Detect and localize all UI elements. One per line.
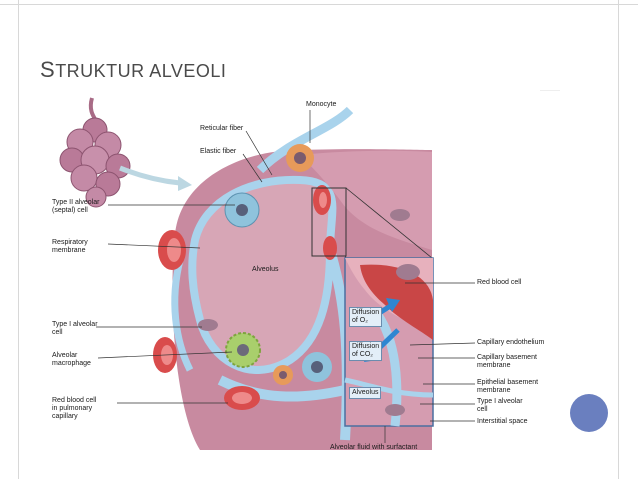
slide-title: STRUKTUR ALVEOLI xyxy=(40,57,226,83)
zoom-arrow xyxy=(119,165,192,191)
label-type2-alveolar-cell: Type II alveolar (septal) cell xyxy=(52,199,99,215)
monocyte xyxy=(286,144,314,172)
label-capillary-endothelium: Capillary endothelium xyxy=(477,339,545,346)
box-diffusion-co2: Diffusion of CO₂ xyxy=(349,341,383,361)
label-rbc-line2: in pulmonary xyxy=(52,405,93,412)
label-respiratory-membrane: Respiratory membrane xyxy=(52,239,88,255)
type2-alveolar-cell xyxy=(224,192,260,228)
label-cap-base-line1: Capillary basement xyxy=(477,354,537,361)
box-diff-co2-line1: Diffusion xyxy=(352,343,380,350)
left-border-line xyxy=(18,0,19,479)
label-type1r-line2: cell xyxy=(477,406,488,413)
box-diffusion-o2: Diffusion of O₂ xyxy=(349,307,383,327)
zoom-source-box xyxy=(311,187,347,257)
label-epi-base-line1: Epithelial basement xyxy=(477,379,539,386)
label-resp-line2: membrane xyxy=(52,247,86,254)
box-diff-co2-line2: of CO₂ xyxy=(352,351,373,358)
label-rbc-line3: capillary xyxy=(52,413,78,420)
label-type2-line1: Type II alveolar xyxy=(52,199,100,206)
accent-circle xyxy=(570,394,608,432)
label-rbc-pulmonary: Red blood cell in pulmonary capillary xyxy=(52,397,96,421)
label-rbc-line1: Red blood cell xyxy=(52,397,97,404)
leader-lines xyxy=(96,110,476,443)
label-macro-line2: macrophage xyxy=(52,360,91,367)
label-type2-line2: (septal) cell xyxy=(52,207,88,214)
label-epi-base-line2: membrane xyxy=(477,387,511,394)
label-type1-alveolar-cell-right: Type I alveolar cell xyxy=(477,398,523,414)
label-epithelial-basement-membrane: Epithelial basement membrane xyxy=(477,379,538,395)
title-rule xyxy=(540,90,560,91)
label-cap-base-line2: membrane xyxy=(477,362,511,369)
label-type1-line2: cell xyxy=(52,329,63,336)
box-alveolus: Alveolus xyxy=(349,387,382,399)
label-red-blood-cell: Red blood cell xyxy=(477,279,522,286)
label-capillary-basement-membrane: Capillary basement membrane xyxy=(477,354,537,370)
label-type1-line1: Type I alveolar xyxy=(52,321,98,328)
right-border-line xyxy=(618,0,619,479)
label-alveolar-fluid: Alveolar fluid with surfactant xyxy=(330,444,418,451)
box-diff-o2-line2: of O₂ xyxy=(352,317,368,324)
label-type1-alveolar-cell: Type I alveolar cell xyxy=(52,321,98,337)
label-alveolus: Alveolus xyxy=(252,266,279,273)
small-cells xyxy=(198,209,422,385)
label-macro-line1: Alveolar xyxy=(52,352,78,359)
slide-title-rest: TRUKTUR ALVEOLI xyxy=(55,61,227,81)
label-resp-line1: Respiratory xyxy=(52,239,88,246)
label-interstitial-space: Interstitial space xyxy=(477,418,528,425)
label-reticular-fiber: Reticular fiber xyxy=(200,125,244,132)
top-border-line xyxy=(0,4,638,5)
box-diff-o2-line1: Diffusion xyxy=(352,309,380,316)
alveolar-macrophage xyxy=(225,332,261,368)
label-alveolar-macrophage: Alveolar macrophage xyxy=(52,352,91,368)
slide-title-lead: S xyxy=(40,57,56,82)
alveolar-sac-cluster xyxy=(59,97,131,208)
label-elastic-fiber: Elastic fiber xyxy=(200,148,237,155)
label-type1r-line1: Type I alveolar xyxy=(477,398,523,405)
label-monocyte: Monocyte xyxy=(306,101,337,108)
